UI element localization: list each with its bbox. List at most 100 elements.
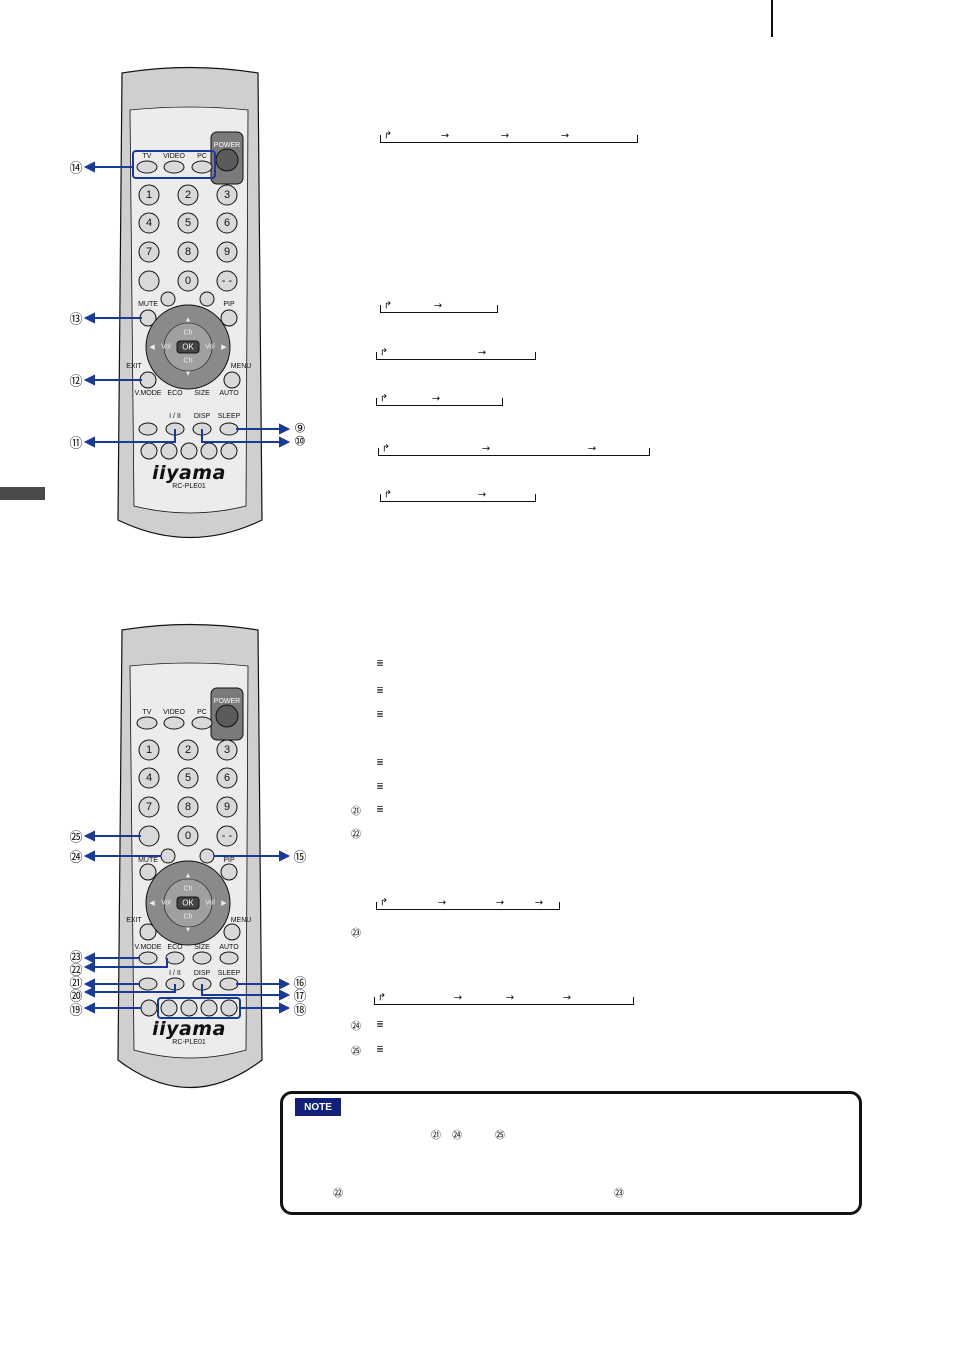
eco-label: ECO — [167, 390, 183, 397]
pad-ch-down-label: Ch — [183, 913, 193, 921]
digit-1-button[interactable]: 1 — [145, 189, 153, 201]
flow-return-arrow: ↱ — [379, 393, 389, 405]
flow-arrow: → — [534, 897, 544, 909]
digit-7-button[interactable]: 7 — [145, 246, 153, 258]
item-marker-22: ㉒ — [351, 829, 361, 841]
remote-body-top — [83, 66, 291, 538]
item-marker-24: ㉔ — [351, 1021, 361, 1033]
sleep-label: SLEEP — [217, 970, 241, 977]
flow-arrow: → — [477, 347, 487, 359]
auto-label: AUTO — [219, 944, 239, 951]
flow-arrow: → — [587, 443, 597, 455]
dash-button[interactable]: - - — [221, 830, 233, 842]
mute-label: MUTE — [138, 857, 158, 864]
callout-13: ⑬ — [69, 312, 83, 328]
flow-arrow: → — [433, 300, 443, 312]
flow-arrow: → — [440, 130, 450, 142]
pad-up-button[interactable]: ▲ — [184, 872, 192, 880]
flow-arrow: → — [481, 443, 491, 455]
tv-button[interactable]: TV — [142, 709, 152, 716]
digit-7-button[interactable]: 7 — [145, 801, 153, 813]
item-marker-25: ㉕ — [351, 1046, 361, 1058]
digit-5-button[interactable]: 5 — [184, 772, 192, 784]
pad-right-button[interactable]: ▶ — [221, 900, 227, 907]
callout-22: ㉒ — [69, 963, 83, 979]
digit-5-button[interactable]: 5 — [184, 217, 192, 229]
callout-18: ⑱ — [293, 1003, 307, 1019]
digit-0-button[interactable]: 0 — [184, 830, 192, 842]
note-box — [280, 1091, 862, 1215]
flow-arrow: → — [562, 992, 572, 1004]
pad-vol-left-label: Vol — [161, 343, 171, 351]
callout-17: ⑰ — [293, 989, 307, 1005]
teletext-subpage-icon: ≣ — [376, 686, 384, 696]
digit-8-button[interactable]: 8 — [184, 801, 192, 813]
digit-2-button[interactable]: 2 — [184, 744, 192, 756]
pad-left-button[interactable]: ◀ — [149, 344, 155, 351]
section-tab — [0, 487, 45, 500]
note-tag: NOTE — [295, 1098, 341, 1116]
digit-0-button[interactable]: 0 — [184, 275, 192, 287]
digit-9-button[interactable]: 9 — [223, 801, 231, 813]
flow-line — [376, 352, 536, 360]
flow-return-arrow: ↱ — [383, 300, 393, 312]
model-label: RC-PLE01 — [172, 483, 206, 490]
pad-down-button[interactable]: ▼ — [184, 926, 192, 934]
flow-arrow: → — [495, 897, 505, 909]
callout-11: ⑪ — [69, 436, 83, 452]
note-marker-23: ㉓ — [614, 1188, 624, 1200]
pad-up-button[interactable]: ▲ — [184, 316, 192, 324]
model-label: RC-PLE01 — [172, 1039, 206, 1046]
callout-21: ㉑ — [69, 976, 83, 992]
note-marker-25: ㉕ — [495, 1130, 505, 1142]
pip-label: PIP — [223, 301, 235, 308]
digit-3-button[interactable]: 3 — [223, 189, 231, 201]
flow-return-arrow: ↱ — [379, 347, 389, 359]
power-button[interactable]: POWER — [213, 142, 241, 149]
callout-14: ⑭ — [69, 161, 83, 177]
digit-6-button[interactable]: 6 — [223, 772, 231, 784]
digit-1-button[interactable]: 1 — [145, 744, 153, 756]
pad-left-button[interactable]: ◀ — [149, 900, 155, 907]
callout-12: ⑫ — [69, 374, 83, 390]
digit-3-button[interactable]: 3 — [223, 744, 231, 756]
pad-ch-down-label: Ch — [183, 357, 193, 365]
size-label: SIZE — [194, 390, 210, 397]
note-marker-24: ㉔ — [452, 1130, 462, 1142]
digit-9-button[interactable]: 9 — [223, 246, 231, 258]
pip-label: PIP — [223, 857, 235, 864]
pc-button[interactable]: PC — [197, 709, 207, 716]
flow-arrow: → — [477, 489, 487, 501]
digit-4-button[interactable]: 4 — [145, 217, 153, 229]
dash-button[interactable]: - - — [221, 275, 233, 287]
pad-right-button[interactable]: ▶ — [221, 344, 227, 351]
callout-9: ⑨ — [294, 421, 306, 437]
callout-25: ㉕ — [69, 830, 83, 846]
pc-button[interactable]: PC — [197, 153, 207, 160]
remote-control-bottom: TV VIDEO PC POWER 1 2 3 4 5 6 7 8 9 0 - … — [0, 560, 420, 1120]
flow-return-arrow: ↱ — [377, 992, 387, 1004]
digit-2-button[interactable]: 2 — [184, 189, 192, 201]
pad-down-button[interactable]: ▼ — [184, 370, 192, 378]
video-button[interactable]: VIDEO — [163, 709, 185, 716]
auto-label: AUTO — [219, 390, 239, 397]
digit-6-button[interactable]: 6 — [223, 217, 231, 229]
flow-line — [374, 997, 634, 1005]
teletext-size-icon: ≣ — [376, 758, 384, 768]
teletext-reveal-icon: ≣ — [376, 782, 384, 792]
exit-label: EXIT — [126, 917, 142, 924]
digit-8-button[interactable]: 8 — [184, 246, 192, 258]
power-button[interactable]: POWER — [213, 698, 241, 705]
remote-control-top: TV VIDEO PC POWER 1 2 3 4 5 6 7 8 9 0 - … — [0, 0, 420, 560]
item-marker-23: ㉓ — [351, 928, 361, 940]
ok-button[interactable]: OK — [182, 342, 194, 352]
ok-button[interactable]: OK — [182, 898, 194, 908]
flow-line — [380, 135, 638, 143]
flow-line — [380, 494, 536, 502]
lang-label: I / II — [169, 970, 181, 977]
tv-button[interactable]: TV — [142, 153, 152, 160]
video-button[interactable]: VIDEO — [163, 153, 185, 160]
note-marker-22: ㉒ — [333, 1188, 343, 1200]
digit-4-button[interactable]: 4 — [145, 772, 153, 784]
brand-logo: iiyama — [152, 1018, 226, 1040]
